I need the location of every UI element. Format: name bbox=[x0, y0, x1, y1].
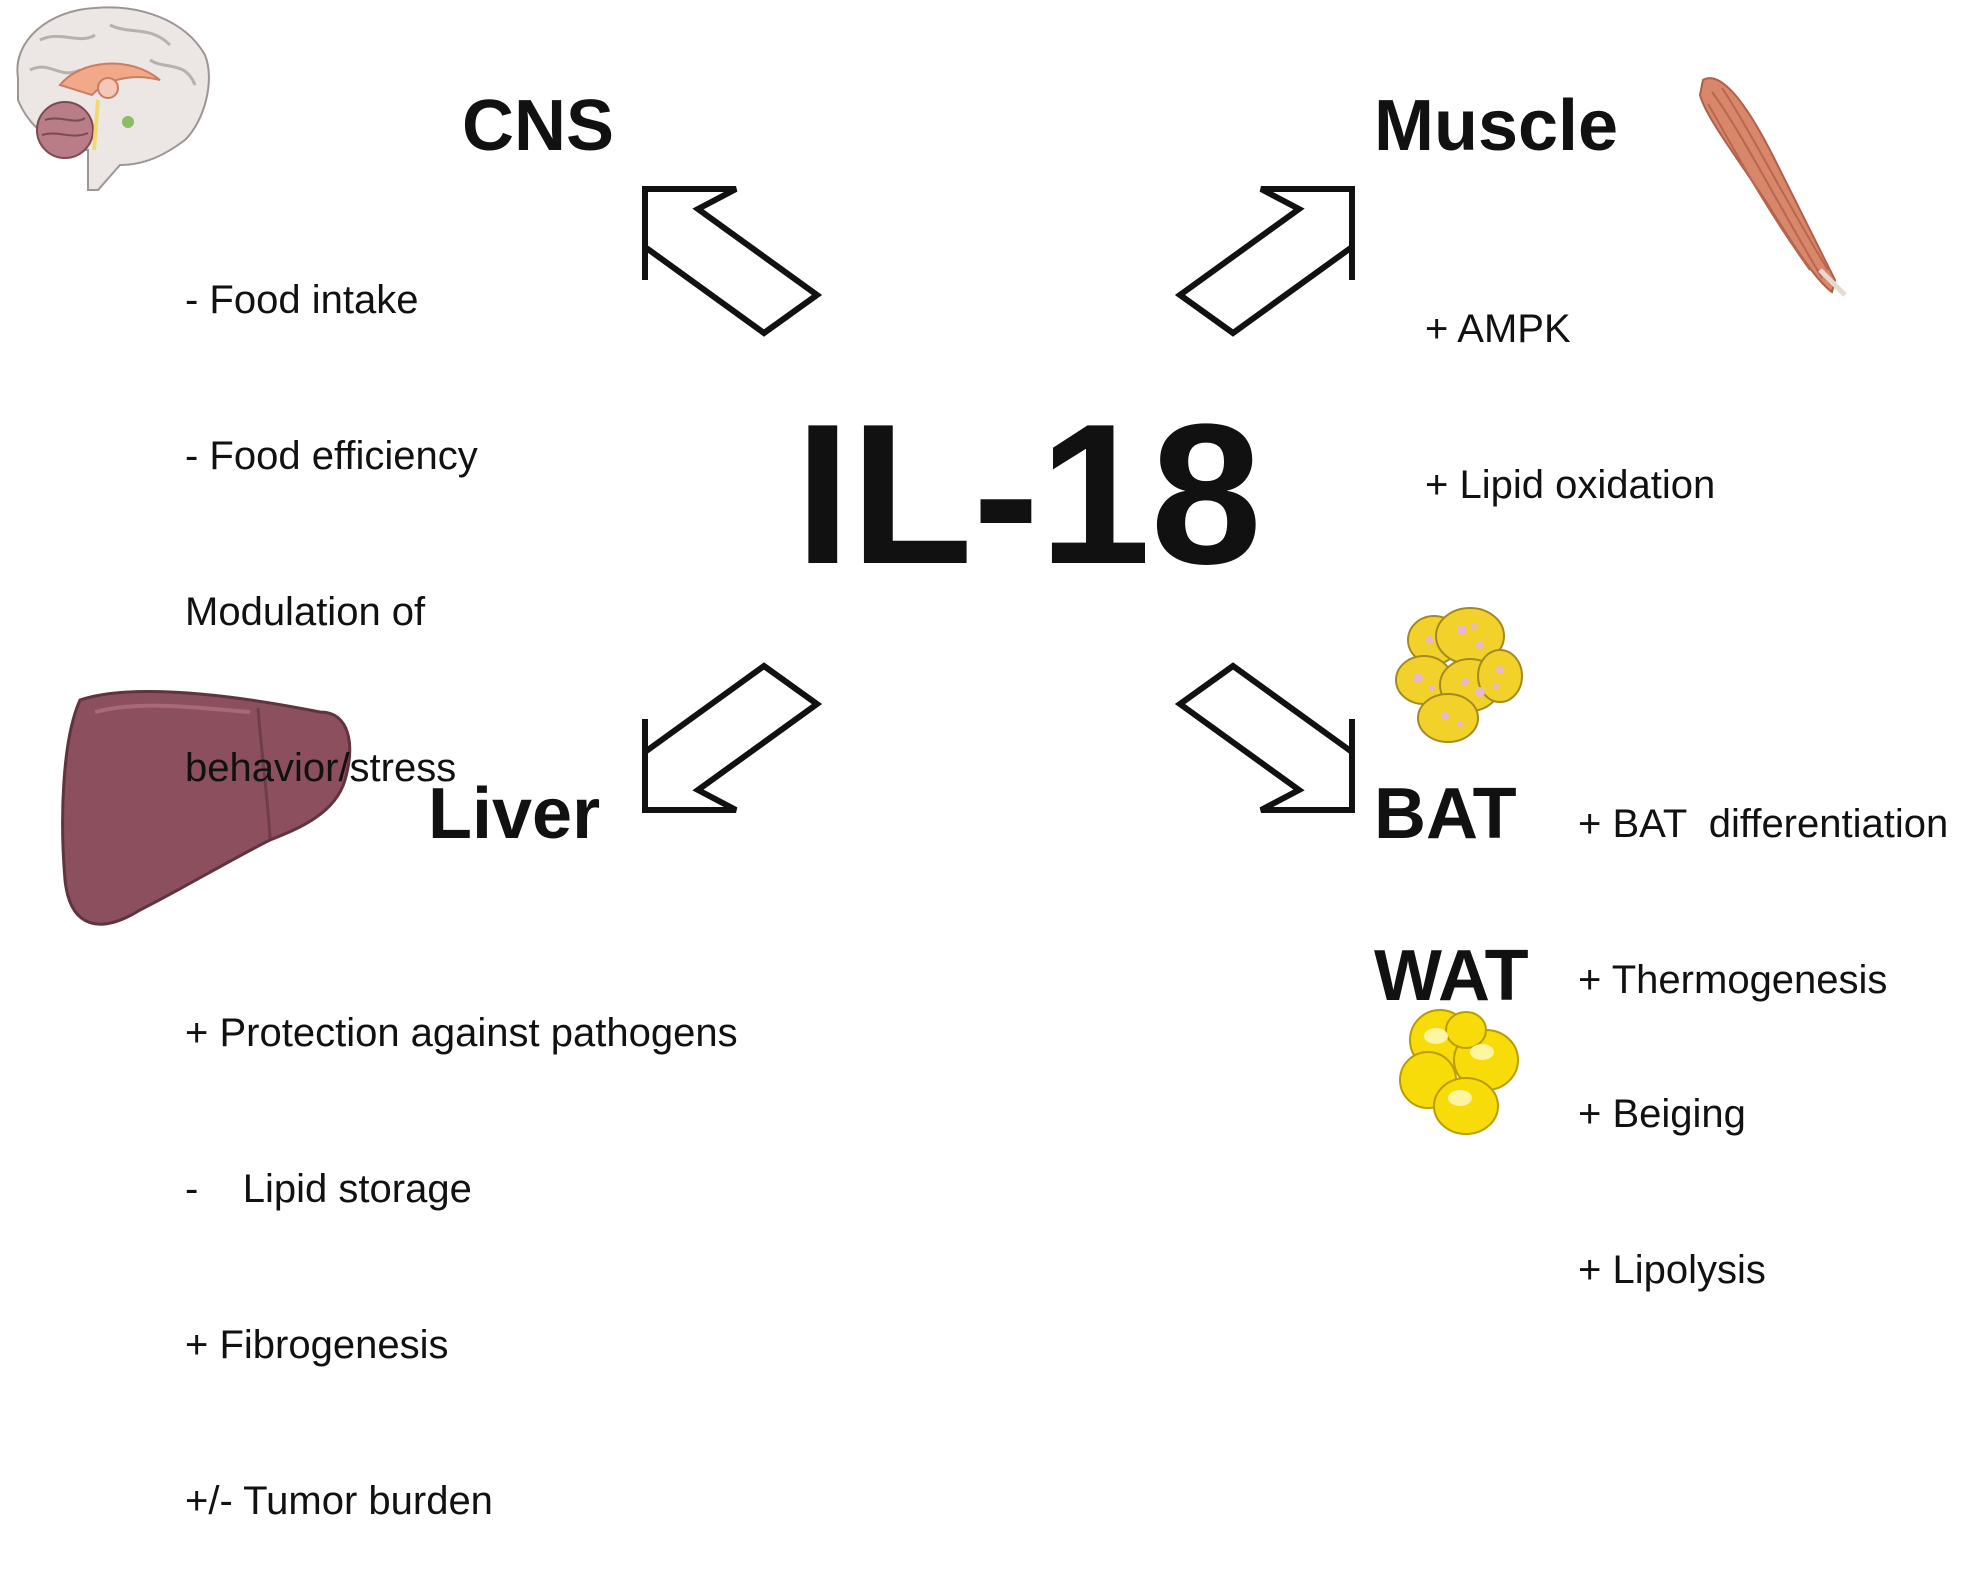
muscle-effect: + AMPK bbox=[1425, 307, 1571, 351]
diagram-graphics bbox=[16, 6, 1847, 1135]
muscle-title: Muscle bbox=[1374, 86, 1619, 166]
cns-effect: - Food efficiency bbox=[185, 434, 478, 478]
brown-fat-cells-icon bbox=[1395, 607, 1523, 743]
wat-effects: + Beiging + Lipolysis bbox=[1578, 984, 1766, 1348]
cns-effect: behavior/stress bbox=[185, 746, 457, 790]
muscle-effect: + Lipid oxidation bbox=[1425, 463, 1716, 507]
bat-title: BAT bbox=[1374, 774, 1517, 854]
brain-icon bbox=[16, 6, 210, 191]
cns-effect: Modulation of bbox=[185, 590, 426, 634]
bat-effect: + Thermogenesis bbox=[1578, 958, 1888, 1002]
muscle-effects: + AMPK + Lipid oxidation bbox=[1425, 199, 1715, 563]
wat-effect: + Beiging bbox=[1578, 1092, 1746, 1136]
liver-title: Liver bbox=[428, 774, 601, 854]
bat-effect: + BAT differentiation bbox=[1578, 802, 1949, 846]
cns-title: CNS bbox=[462, 86, 615, 166]
arrow-to-muscle bbox=[1174, 186, 1355, 337]
arrow-to-liver bbox=[642, 662, 823, 813]
center-label: IL-18 bbox=[795, 383, 1262, 606]
liver-effect: + Fibrogenesis bbox=[185, 1323, 449, 1367]
bat-effects: + BAT differentiation + Thermogenesis bbox=[1578, 694, 1948, 1058]
liver-effect: + Protection against pathogens bbox=[185, 1011, 738, 1055]
arrow-to-bat bbox=[1174, 662, 1355, 813]
cns-effect: - Food intake bbox=[185, 278, 419, 322]
arrow-to-cns bbox=[642, 186, 823, 337]
white-fat-cells-icon bbox=[1399, 1009, 1519, 1135]
liver-effects: + Protection against pathogens - Lipid s… bbox=[185, 903, 738, 1579]
liver-icon bbox=[61, 690, 352, 926]
wat-title: WAT bbox=[1374, 936, 1529, 1016]
liver-effect: +/- Tumor burden bbox=[185, 1479, 493, 1523]
liver-effect: - Lipid storage bbox=[185, 1167, 472, 1211]
cns-effects: - Food intake - Food efficiency Modulati… bbox=[185, 170, 478, 846]
muscle-icon bbox=[1698, 77, 1847, 297]
wat-effect: + Lipolysis bbox=[1578, 1248, 1766, 1292]
